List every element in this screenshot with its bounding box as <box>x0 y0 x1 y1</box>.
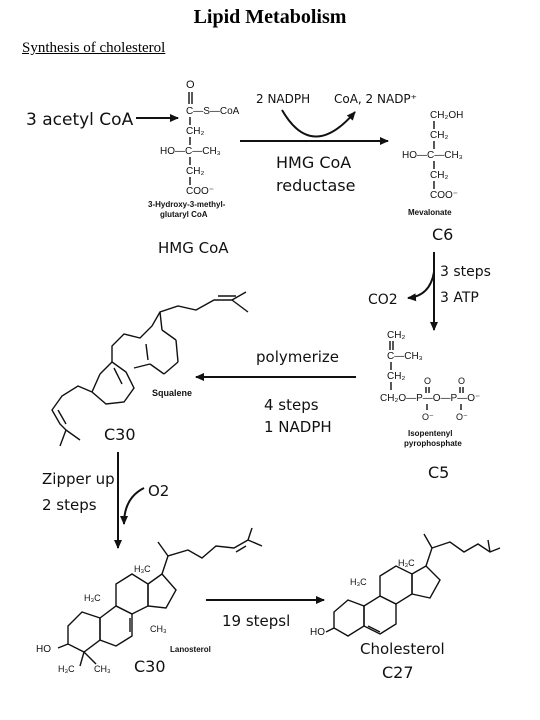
enzyme-label-2: reductase <box>276 176 355 195</box>
ipp-atom: O <box>458 376 465 386</box>
ipp-carbons: C5 <box>428 463 449 482</box>
page-title: Lipid Metabolism <box>193 6 347 28</box>
ipp-atom: O⁻ <box>456 412 468 422</box>
hmg-systematic-name-1: 3-Hydroxy-3-methyl- <box>148 200 226 209</box>
ipp-atom: C—CH₃ <box>387 351 423 362</box>
mevalonate-carbons: C6 <box>432 225 453 244</box>
ipp-atom: CH₂ <box>387 371 405 382</box>
lano-methyl: CH₃ <box>94 664 111 674</box>
ipp-atom: CH₂O—P—O—P—O⁻ <box>380 393 480 404</box>
reactant-acetyl-coa: 3 acetyl CoA <box>26 110 134 130</box>
lanosterol-structure <box>57 527 263 667</box>
ipp-label-2: pyrophosphate <box>404 439 462 448</box>
ipp-atp: 3 ATP <box>440 290 479 306</box>
mev-atom: CH₂OH <box>430 110 463 121</box>
chol-ho: HO <box>310 627 325 638</box>
lanosterol-label: Lanosterol <box>170 645 211 654</box>
hmg-atom: COO⁻ <box>186 186 214 197</box>
cholesterol-steps: 19 stepsl <box>222 612 290 630</box>
mevalonate-label: Mevalonate <box>408 208 452 217</box>
mev-atom: CH₂ <box>430 170 448 181</box>
mevalonate-structure: CH₂OH CH₂ HO—C—CH₃ CH₂ COO⁻ <box>402 110 463 201</box>
hmg-coa-structure: O C—S—CoA CH₂ HO—C—CH₃ CH₂ COO⁻ <box>160 79 240 197</box>
chol-methyl: H₃C <box>398 558 415 568</box>
squalene-steps: 4 steps <box>264 396 319 414</box>
lano-methyl: H₃C <box>58 664 75 674</box>
ipp-label-1: Isopentenyl <box>408 429 452 438</box>
lano-methyl: H₃C <box>84 593 101 603</box>
mev-atom: COO⁻ <box>430 190 458 201</box>
hmg-atom: CH₂ <box>186 126 204 137</box>
lanosterol-carbons: C30 <box>134 657 166 676</box>
mev-atom: CH₂ <box>430 130 448 141</box>
oxygen-label: O2 <box>148 482 169 500</box>
cholesterol-structure <box>325 533 501 637</box>
hmg-atom: HO—C—CH₃ <box>160 146 221 157</box>
mev-atom: HO—C—CH₃ <box>402 150 463 161</box>
ipp-steps: 3 steps <box>440 264 491 280</box>
hmg-systematic-name-2: glutaryl CoA <box>160 210 208 219</box>
polymerize-label: polymerize <box>256 348 339 366</box>
hmg-atom: CH₂ <box>186 166 204 177</box>
lano-methyl: H₃C <box>134 564 151 574</box>
oxygen-arrow <box>120 487 145 525</box>
hmg-coa-label: HMG CoA <box>158 239 229 257</box>
lano-ho: HO <box>36 644 51 655</box>
lano-methyl: CH₃ <box>150 624 167 634</box>
ipp-atom: CH₂ <box>387 330 405 341</box>
squalene-nadph: 1 NADPH <box>264 418 332 436</box>
cholesterol-carbons: C27 <box>382 663 414 682</box>
zipper-steps: 2 steps <box>42 496 97 514</box>
cofactor-nadph: 2 NADPH <box>256 92 310 106</box>
zipper-label: Zipper up <box>42 470 115 488</box>
chol-methyl: H₃C <box>350 577 367 587</box>
co2-release-arrow <box>407 271 435 302</box>
cofactor-arc-arrow <box>281 109 356 138</box>
ipp-atom: O <box>424 376 431 386</box>
squalene-structure <box>51 291 249 447</box>
enzyme-label-1: HMG CoA <box>276 153 351 172</box>
ipp-atom: O⁻ <box>422 412 434 422</box>
ipp-structure: CH₂ C—CH₃ CH₂ CH₂O—P—O—P—O⁻ O O O⁻ O⁻ <box>380 330 480 422</box>
page-subtitle: Synthesis of cholesterol <box>22 40 166 56</box>
hmg-atom: O <box>186 79 195 91</box>
squalene-label: Squalene <box>152 388 192 398</box>
squalene-carbons: C30 <box>104 425 136 444</box>
co2-released: CO2 <box>368 292 398 308</box>
hmg-atom: C—S—CoA <box>186 106 240 117</box>
cofactor-coa-nadp: CoA, 2 NADP⁺ <box>334 92 417 106</box>
cholesterol-label: Cholesterol <box>360 640 445 658</box>
